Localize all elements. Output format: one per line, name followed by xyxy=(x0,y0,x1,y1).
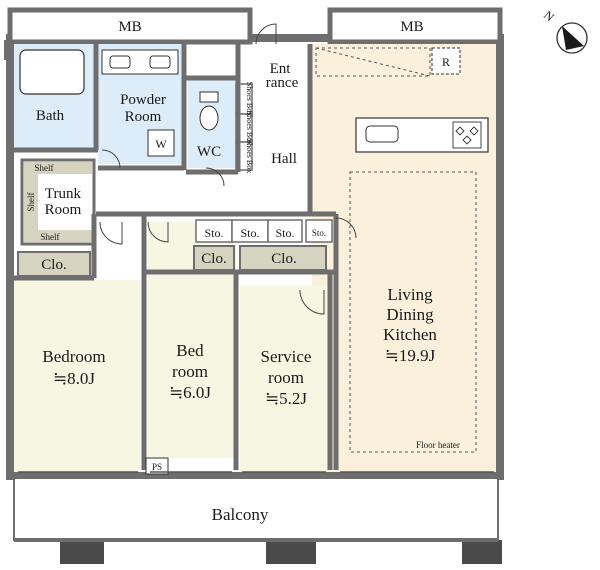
sto-label-1: Sto. xyxy=(204,226,223,240)
shoes-box-label-3: Shoes Box xyxy=(245,139,254,173)
toilet-bowl xyxy=(199,105,219,131)
sto-label-2: Sto. xyxy=(240,226,259,240)
bed-room-size: ≒6.0J xyxy=(169,383,211,402)
powder-room-label-2: Room xyxy=(125,109,162,125)
bedroom-label: Bedroom xyxy=(42,347,105,366)
mb-right-label: MB xyxy=(400,19,423,35)
door-swings xyxy=(99,23,357,315)
floor-heater-zone xyxy=(349,171,477,453)
powder-room-label-1: Powder xyxy=(120,92,166,108)
storage-3 xyxy=(267,219,303,243)
balcony-label: Balcony xyxy=(212,505,269,524)
shoes-box-label-1: Shoes Box xyxy=(245,82,254,116)
clo-label-bedroom: Clo. xyxy=(41,257,66,273)
ldk-label-3: Kitchen xyxy=(383,325,437,344)
bed-room-label-1: Bed xyxy=(176,341,204,360)
trunk-room-label-1: Trunk xyxy=(45,186,82,202)
closet-service-room xyxy=(239,245,327,271)
shelf-label-left: Shelf xyxy=(26,192,36,211)
mb-left-box xyxy=(7,7,253,45)
kitchen-dashed-area xyxy=(315,47,431,77)
vanity-sink-1 xyxy=(109,55,131,69)
cooktop-icon xyxy=(452,121,482,149)
ldk-size: ≒19.9J xyxy=(385,346,436,365)
mb-right-box xyxy=(327,7,503,45)
ldk-label-1: Living xyxy=(387,285,433,304)
ps-label: PS xyxy=(152,462,162,472)
shelf-top xyxy=(24,162,92,174)
mb-left-label: MB xyxy=(118,19,141,35)
bathtub xyxy=(19,49,85,95)
clo-label-bed-room: Clo. xyxy=(201,251,226,267)
service-room-label-2: room xyxy=(268,368,304,387)
interior-walls xyxy=(14,44,339,470)
washer-label: W xyxy=(155,137,167,151)
wc-label: WC xyxy=(197,144,221,160)
shelf-left xyxy=(24,174,38,230)
svg-text:R: R xyxy=(442,55,450,69)
trunk-room-label-2: Room xyxy=(45,202,82,218)
ps-box xyxy=(145,457,169,475)
wc-tank xyxy=(199,91,219,103)
north-label: N xyxy=(541,8,557,25)
sto-label-3: Sto. xyxy=(275,226,294,240)
service-room-label-1: Service xyxy=(261,347,312,366)
north-compass-icon: N xyxy=(541,8,588,54)
ldk-label-2: Dining xyxy=(386,305,434,324)
ldk-area xyxy=(312,44,496,472)
vanity-sink-2 xyxy=(149,55,171,69)
bedroom-size: ≒8.0J xyxy=(53,369,95,388)
clo-label-service-room: Clo. xyxy=(271,251,296,267)
bath-label: Bath xyxy=(36,108,65,124)
sto-label-4: Sto. xyxy=(312,228,326,238)
column-bottom-right xyxy=(462,540,502,564)
column-bottom-mid xyxy=(266,540,316,564)
service-room-size: ≒5.2J xyxy=(265,389,307,408)
bedroom-area xyxy=(14,280,140,472)
washer-box xyxy=(147,129,175,157)
bed-room-label-2: room xyxy=(172,362,208,381)
service-room-area xyxy=(240,286,328,472)
shoes-box-label-2: Shoes Box xyxy=(245,111,254,145)
shelf-label-bottom: Shelf xyxy=(41,232,60,242)
storage-4 xyxy=(305,219,333,243)
hall-label: Hall xyxy=(271,151,297,167)
shelf-bottom xyxy=(24,230,92,242)
floor-heater-label: Floor heater xyxy=(416,440,460,450)
balcony-area xyxy=(13,477,499,541)
column-bottom-left xyxy=(60,540,104,564)
shelf-label-top: Shelf xyxy=(35,163,54,173)
closet-bedroom xyxy=(17,251,91,277)
entrance-label-2: rance xyxy=(266,75,299,91)
entrance-label-1: Ent xyxy=(270,61,292,77)
column-top-left xyxy=(4,40,16,60)
refrigerator-icon: R xyxy=(431,47,461,75)
kitchen-sink xyxy=(365,125,399,143)
